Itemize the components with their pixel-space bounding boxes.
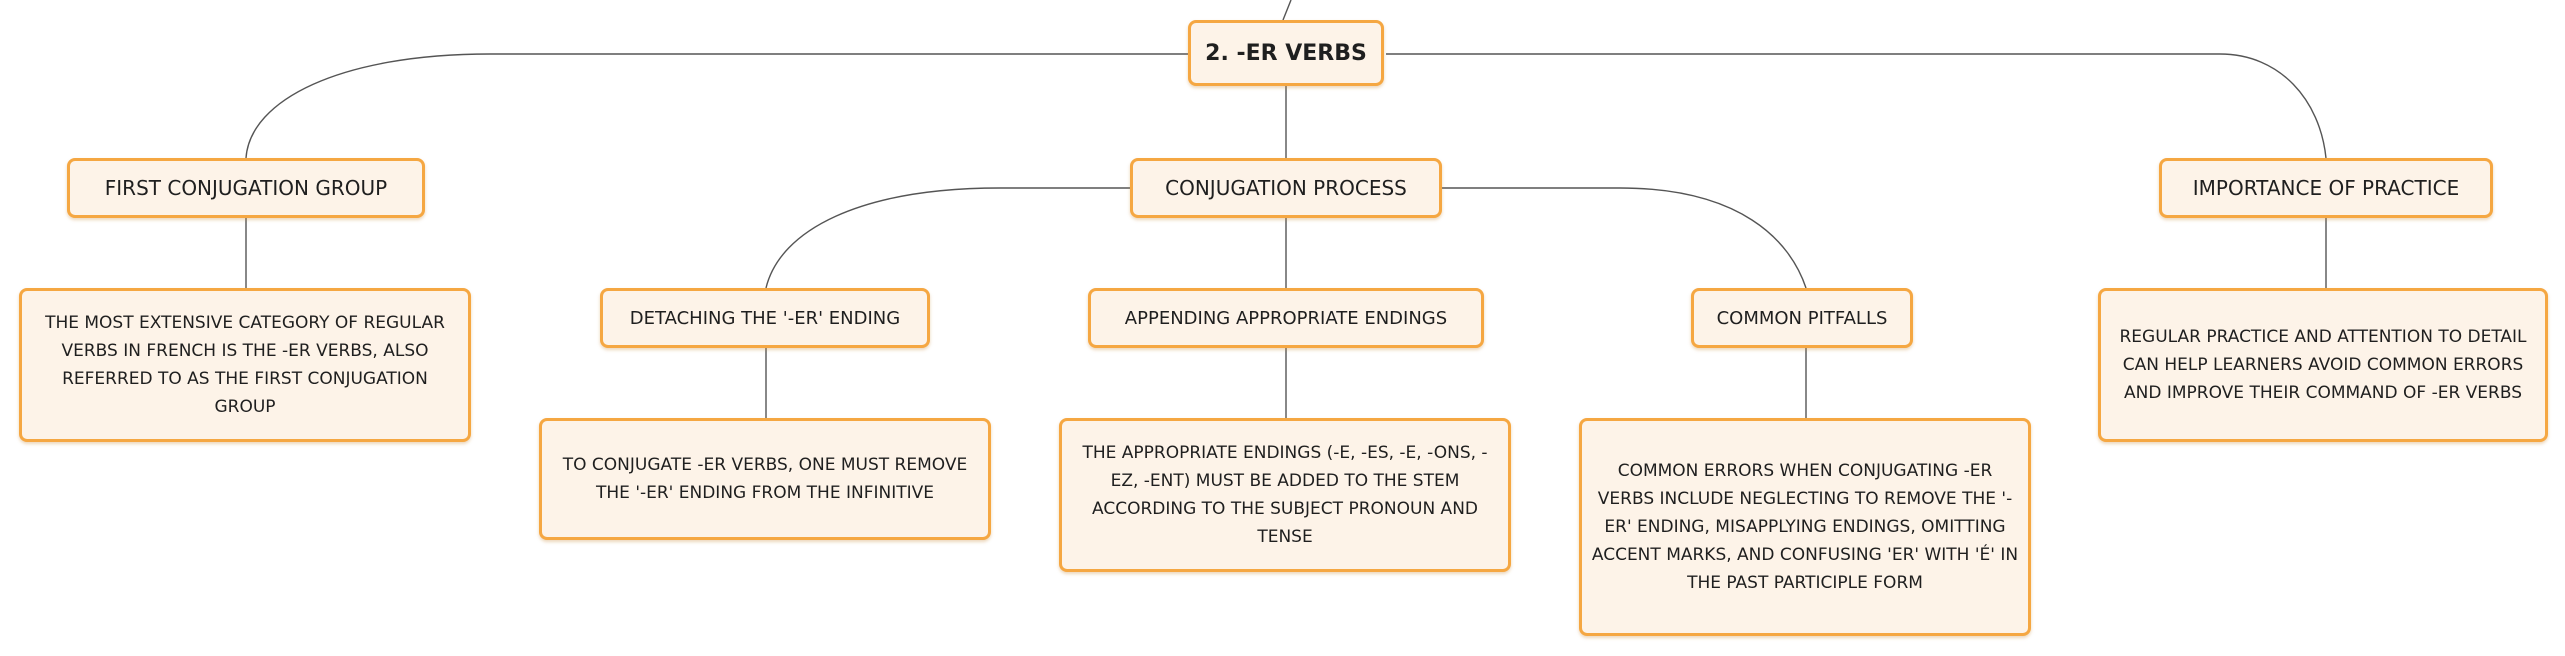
- appending-label: APPENDING APPROPRIATE ENDINGS: [1124, 307, 1448, 329]
- conjugation-process-label: CONJUGATION PROCESS: [1165, 176, 1407, 200]
- conjugation-process-node[interactable]: CONJUGATION PROCESS: [1130, 158, 1442, 218]
- edge-root-first-conjugation: [245, 53, 1188, 159]
- detaching-node[interactable]: DETACHING THE '-ER' ENDING: [600, 288, 930, 348]
- detaching-label: DETACHING THE '-ER' ENDING: [629, 307, 901, 329]
- pitfalls-label: COMMON PITFALLS: [1716, 307, 1888, 329]
- detaching-detail-node[interactable]: TO CONJUGATE -ER VERBS, ONE MUST REMOVE …: [539, 418, 991, 540]
- importance-practice-detail-node[interactable]: REGULAR PRACTICE AND ATTENTION TO DETAIL…: [2098, 288, 2548, 442]
- root-node[interactable]: 2. -ER VERBS: [1188, 20, 1384, 86]
- detaching-detail-text: TO CONJUGATE -ER VERBS, ONE MUST REMOVE …: [562, 455, 968, 503]
- first-conjugation-detail-text: THE MOST EXTENSIVE CATEGORY OF REGULAR V…: [45, 313, 445, 417]
- appending-node[interactable]: APPENDING APPROPRIATE ENDINGS: [1088, 288, 1484, 348]
- edge-root-importance-practice: [1386, 53, 2327, 159]
- root-label: 2. -ER VERBS: [1205, 40, 1367, 66]
- importance-practice-node[interactable]: IMPORTANCE OF PRACTICE: [2159, 158, 2493, 218]
- pitfalls-detail-node[interactable]: COMMON ERRORS WHEN CONJUGATING -ER VERBS…: [1579, 418, 2031, 636]
- edge-process-detaching: [765, 187, 1130, 289]
- first-conjugation-node[interactable]: FIRST CONJUGATION GROUP: [67, 158, 425, 218]
- importance-practice-label: IMPORTANCE OF PRACTICE: [2192, 176, 2460, 200]
- pitfalls-detail-text: COMMON ERRORS WHEN CONJUGATING -ER VERBS…: [1591, 461, 2019, 593]
- importance-practice-detail-text: REGULAR PRACTICE AND ATTENTION TO DETAIL…: [2119, 327, 2527, 403]
- edge-process-pitfalls: [1442, 187, 1807, 289]
- appending-detail-node[interactable]: THE APPROPRIATE ENDINGS (-E, -ES, -E, -O…: [1059, 418, 1511, 572]
- edge-parent-to-root: [1282, 0, 1292, 21]
- first-conjugation-detail-node[interactable]: THE MOST EXTENSIVE CATEGORY OF REGULAR V…: [19, 288, 471, 442]
- pitfalls-node[interactable]: COMMON PITFALLS: [1691, 288, 1913, 348]
- appending-detail-text: THE APPROPRIATE ENDINGS (-E, -ES, -E, -O…: [1082, 443, 1488, 547]
- first-conjugation-label: FIRST CONJUGATION GROUP: [104, 176, 388, 200]
